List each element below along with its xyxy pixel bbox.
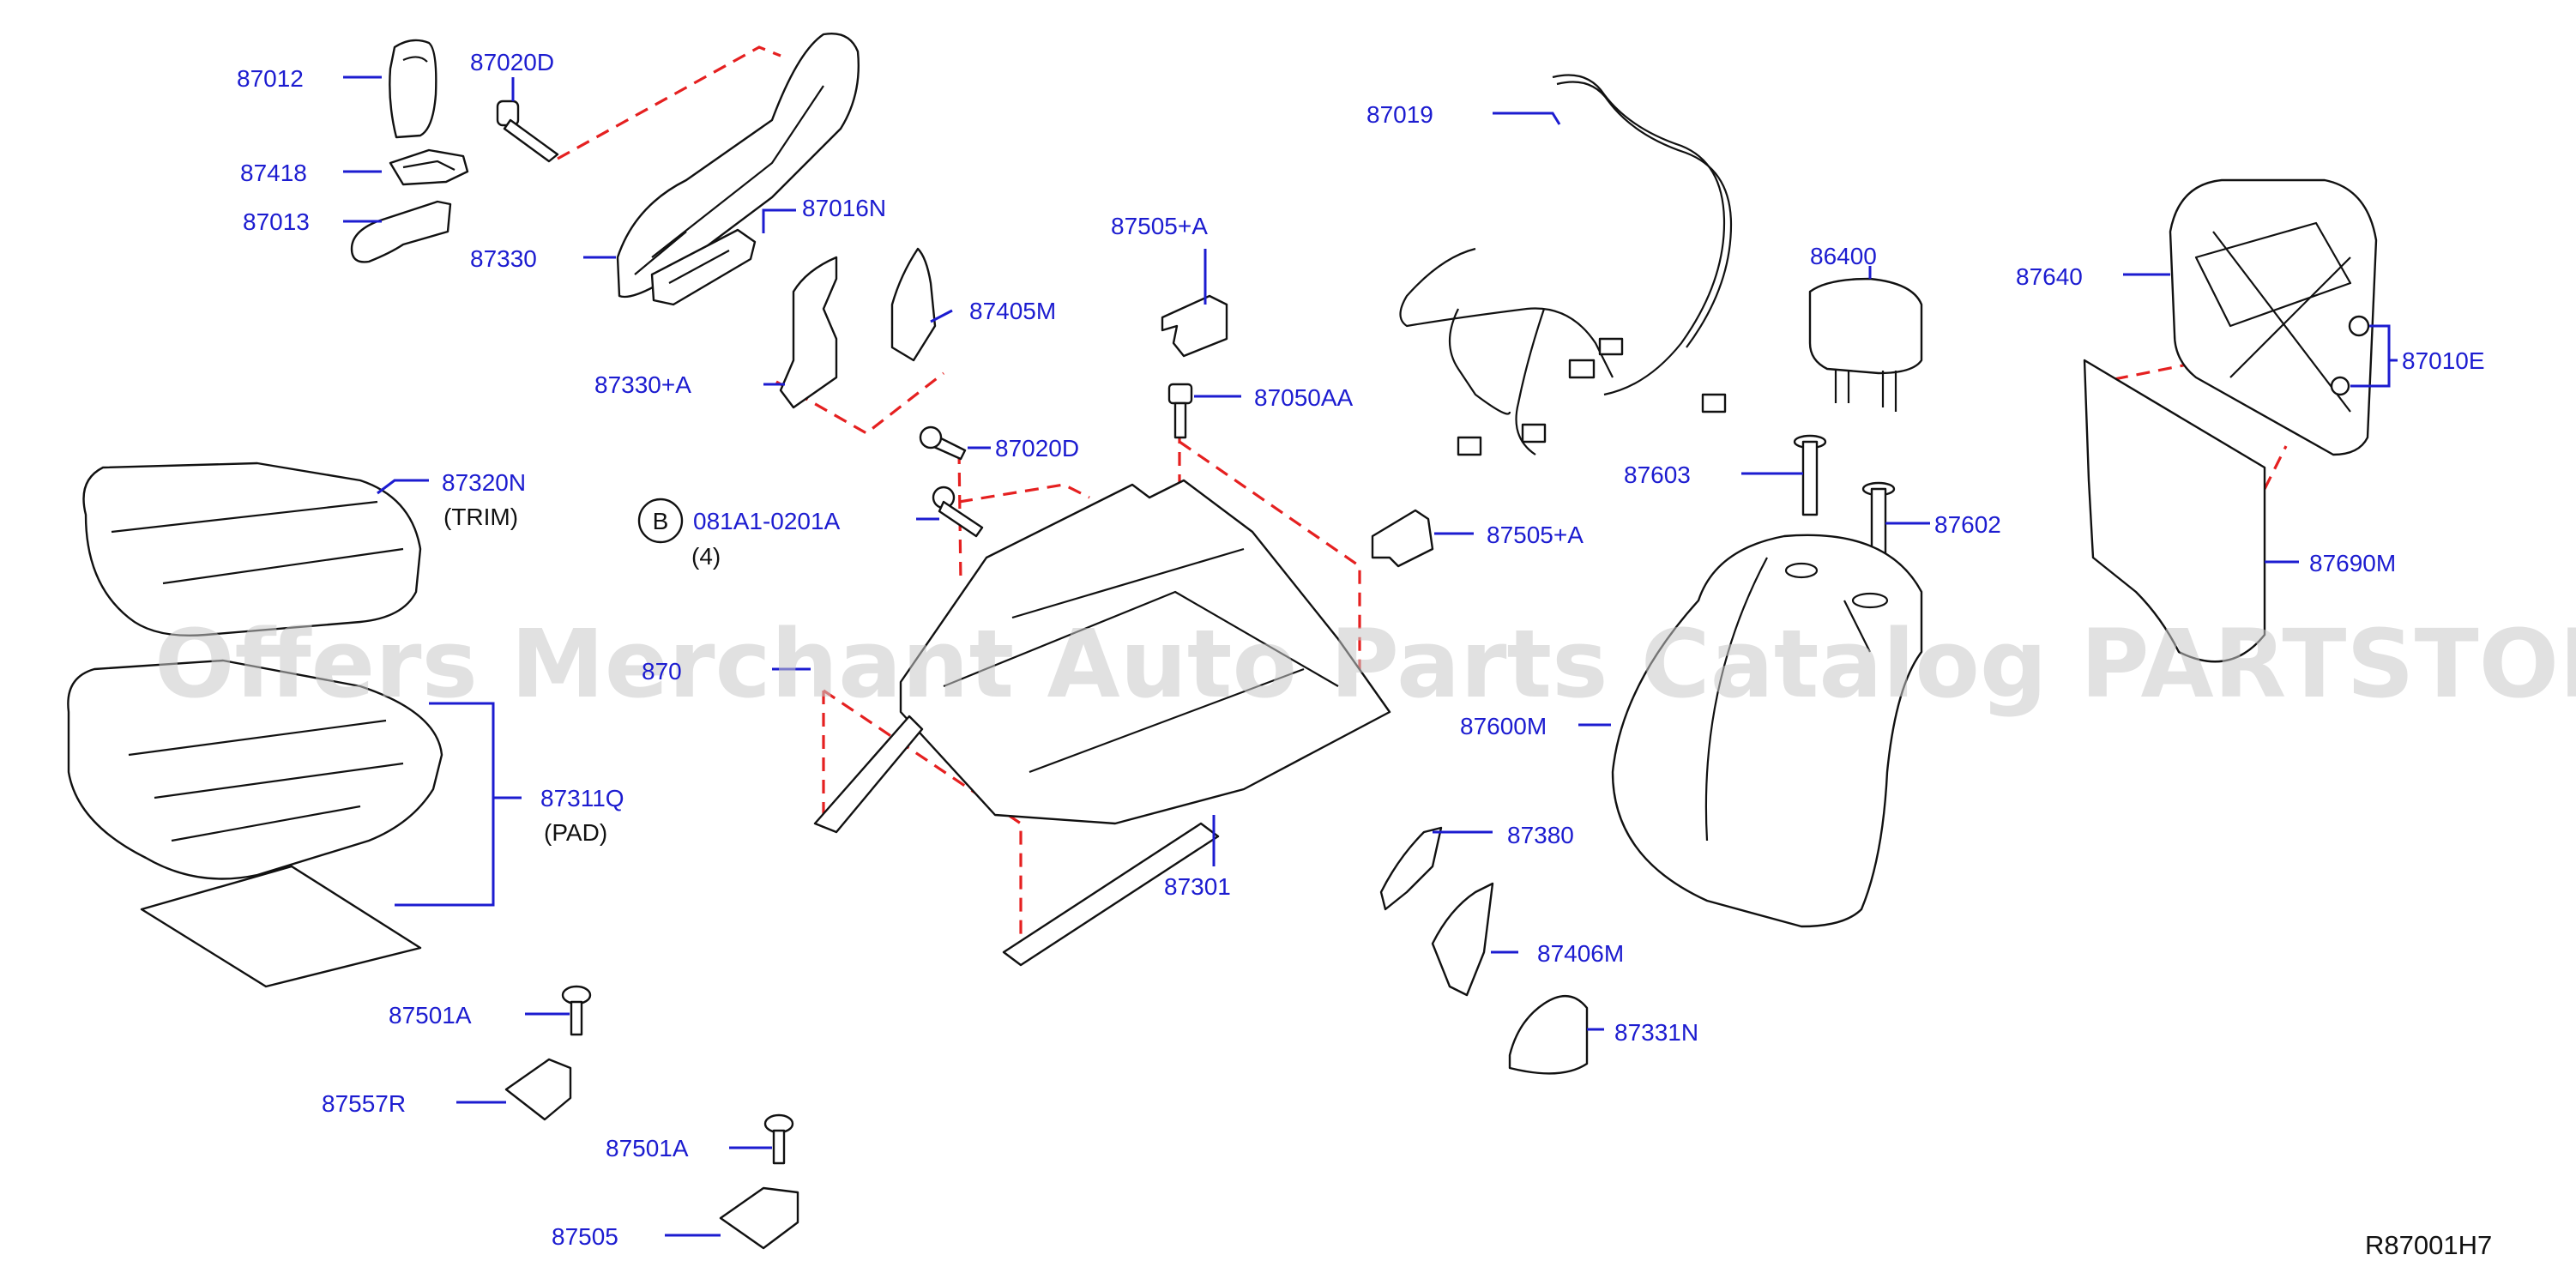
part-87690M-back-board[interactable]: [2083, 359, 2266, 663]
label-87501A-top[interactable]: 87501A: [389, 1002, 472, 1029]
part-labels: 87012 87418 87013 87020D 87330 87016N 87…: [237, 49, 2485, 1250]
part-87501A-screw-a[interactable]: [561, 985, 592, 1036]
part-87012-cover[interactable]: [389, 39, 437, 139]
part-87050AA-bolt[interactable]: [1167, 383, 1193, 439]
label-87311Q[interactable]: 87311Q: [540, 785, 624, 811]
label-87301[interactable]: 87301: [1164, 873, 1231, 900]
part-87406M-cover[interactable]: [1431, 882, 1494, 997]
part-87020D-screw[interactable]: [496, 100, 559, 163]
part-87301-seat-frame[interactable]: [813, 479, 1391, 967]
diagram-code: R87001H7: [2365, 1230, 2492, 1260]
label-87406M[interactable]: 87406M: [1537, 940, 1624, 967]
part-87405M-cover[interactable]: [890, 247, 937, 362]
label-87330A[interactable]: 87330+A: [594, 371, 691, 398]
label-87311Q-note: (PAD): [544, 819, 607, 846]
label-87557R[interactable]: 87557R: [322, 1090, 406, 1117]
label-bolt-qty: (4): [691, 543, 721, 570]
part-87505-clip[interactable]: [719, 1186, 799, 1250]
bolt-circle-letter: B: [653, 508, 669, 534]
label-87505A-top[interactable]: 87505+A: [1111, 213, 1208, 239]
label-86400[interactable]: 86400: [1810, 243, 1877, 269]
part-87501A-screw-b[interactable]: [763, 1113, 794, 1165]
part-87603-guide[interactable]: [1793, 434, 1827, 516]
label-87505[interactable]: 87505: [552, 1223, 618, 1250]
label-87330[interactable]: 87330: [470, 245, 537, 272]
label-87380[interactable]: 87380: [1507, 822, 1574, 848]
part-87016N-switch[interactable]: [650, 228, 757, 306]
label-87501A-bottom[interactable]: 87501A: [606, 1135, 689, 1161]
label-87020D-top[interactable]: 87020D: [470, 49, 554, 75]
part-87557R-clip[interactable]: [504, 1058, 572, 1121]
label-87020D-bottom[interactable]: 87020D: [995, 435, 1079, 462]
part-87010E-clips[interactable]: [2330, 315, 2370, 396]
label-87012[interactable]: 87012: [237, 65, 304, 92]
label-87331N[interactable]: 87331N: [1614, 1019, 1698, 1046]
bolt-circle-icon: [637, 498, 684, 544]
label-081A1-0201A[interactable]: 081A1-0201A: [693, 508, 841, 534]
label-87405M[interactable]: 87405M: [969, 298, 1056, 324]
label-87016N[interactable]: 87016N: [802, 195, 886, 221]
label-87640[interactable]: 87640: [2016, 263, 2083, 290]
label-87320N-note: (TRIM): [443, 504, 518, 530]
part-87640-seatback-frame[interactable]: [2169, 178, 2378, 456]
part-86400-headrest[interactable]: [1808, 277, 1923, 412]
part-87505A-clip-right[interactable]: [1371, 509, 1434, 568]
part-87013-pad[interactable]: [350, 200, 452, 263]
label-87013[interactable]: 87013: [243, 208, 310, 235]
part-87311Q-cushion-pad[interactable]: [67, 659, 443, 880]
label-87418[interactable]: 87418: [240, 160, 307, 186]
watermark: Offers Merchant Auto Parts Catalog PARTS…: [154, 609, 2576, 719]
part-87505A-clip-top[interactable]: [1161, 294, 1228, 358]
part-87019-harness[interactable]: [1399, 74, 1733, 456]
bolt-callout: B 081A1-0201A (4): [637, 498, 841, 570]
label-87019[interactable]: 87019: [1366, 101, 1433, 128]
part-87331N-cover[interactable]: [1508, 995, 1589, 1075]
label-87505A-right[interactable]: 87505+A: [1487, 522, 1584, 548]
label-870-partial[interactable]: 870: [642, 658, 682, 685]
label-87320N[interactable]: 87320N: [442, 469, 526, 496]
part-87418-knob[interactable]: [389, 148, 469, 186]
label-87603[interactable]: 87603: [1624, 462, 1691, 488]
label-87602[interactable]: 87602: [1934, 511, 2001, 538]
part-87380-cover[interactable]: [1379, 826, 1443, 911]
part-081A1-bolt[interactable]: [932, 486, 984, 538]
label-87690M[interactable]: 87690M: [2309, 550, 2396, 576]
part-87330A-bracket[interactable]: [779, 256, 838, 409]
label-87600M[interactable]: 87600M: [1460, 713, 1547, 739]
part-87020D-screw-b[interactable]: [919, 425, 967, 461]
label-87050AA[interactable]: 87050AA: [1254, 384, 1354, 411]
leader-lines: [343, 75, 2398, 1237]
label-87010E[interactable]: 87010E: [2402, 347, 2485, 374]
part-heater-mat[interactable]: [140, 865, 422, 988]
part-87600M-seatback-trim[interactable]: [1611, 534, 1923, 928]
part-87320N-cushion-trim[interactable]: [82, 462, 422, 636]
